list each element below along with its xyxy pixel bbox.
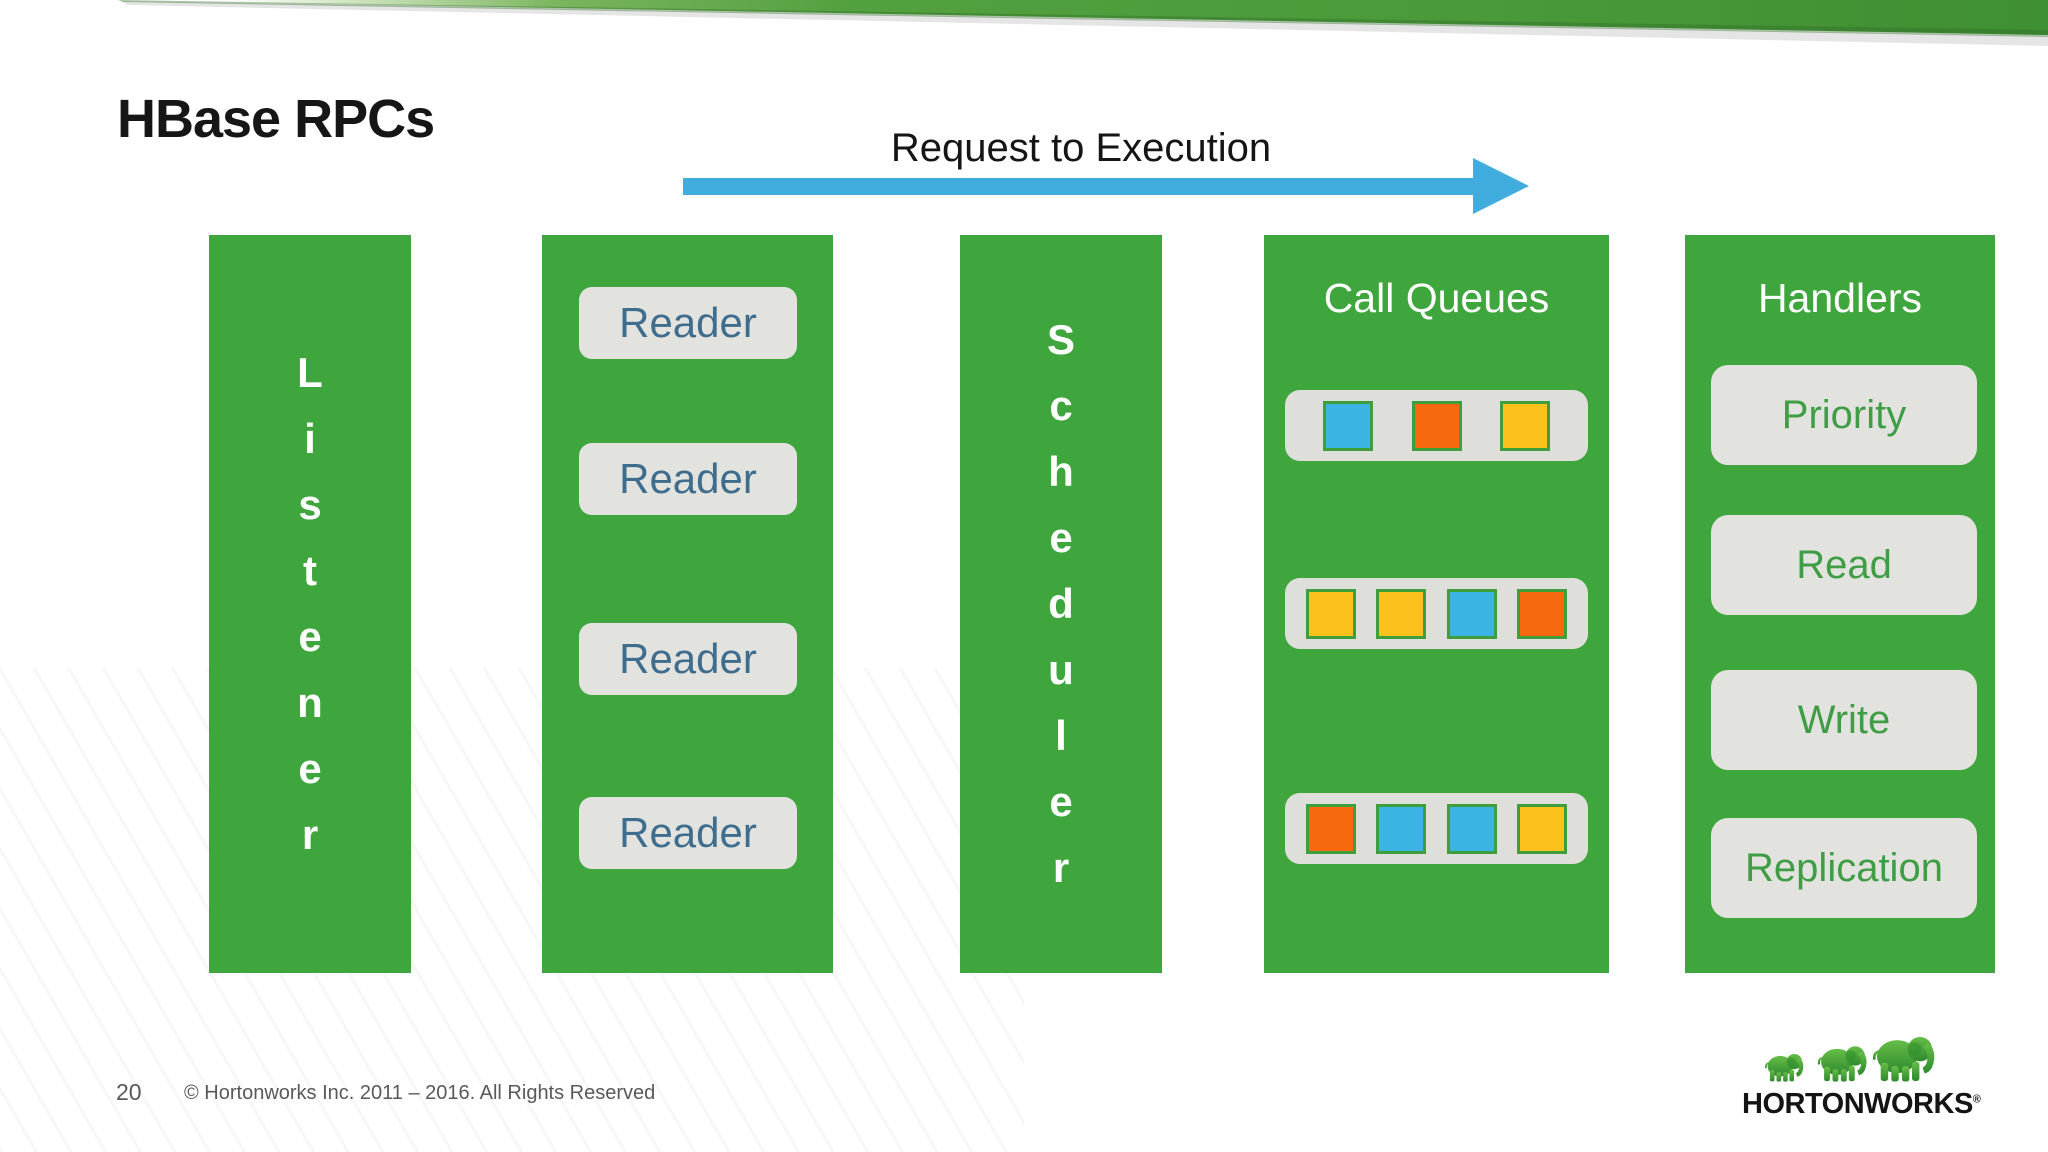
- vertical-letter: d: [1048, 580, 1074, 627]
- call-queues-title: Call Queues: [1323, 275, 1550, 321]
- vertical-letter: h: [1048, 448, 1074, 495]
- call-queue-row: [1285, 578, 1588, 649]
- flow-arrow-icon: [1473, 158, 1529, 214]
- page-title: HBase RPCs: [117, 89, 435, 149]
- slide-page-number: 20: [116, 1079, 142, 1105]
- handler-box-replication: Replication: [1711, 818, 1977, 918]
- vertical-letter: e: [1049, 778, 1073, 825]
- flow-arrow-shaft: [683, 178, 1473, 195]
- vertical-letter: L: [297, 349, 323, 396]
- hortonworks-logo: HORTONWORKS®: [1742, 1028, 1982, 1140]
- flow-arrow-label: Request to Execution: [890, 126, 1272, 170]
- vertical-letter: s: [298, 481, 322, 528]
- handlers-title: Handlers: [1757, 275, 1923, 321]
- background-texture: [0, 668, 1024, 1152]
- vertical-letter: r: [1052, 844, 1070, 891]
- queued-call-square-blue: [1446, 588, 1497, 639]
- vertical-letter: S: [1046, 316, 1075, 363]
- queued-call-square-blue: [1376, 803, 1427, 854]
- handler-box-write: Write: [1711, 670, 1977, 770]
- call-queues-column: Call Queues: [1264, 235, 1609, 973]
- reader-box: Reader: [579, 287, 797, 359]
- call-queue-row: [1285, 390, 1588, 461]
- queued-call-square-blue: [1446, 803, 1497, 854]
- queued-call-square-orange: [1411, 400, 1462, 451]
- vertical-letter: r: [301, 811, 319, 858]
- copyright-text: © Hortonworks Inc. 2011 – 2016. All Righ…: [184, 1082, 656, 1104]
- top-banner-graphic: [118, 0, 2048, 46]
- hortonworks-wordmark: HORTONWORKS®: [1742, 1088, 1981, 1120]
- vertical-letter: e: [1049, 514, 1073, 561]
- vertical-letter: l: [1055, 712, 1067, 759]
- vertical-letter: e: [298, 745, 322, 792]
- vertical-letter: i: [304, 415, 316, 462]
- vertical-letter: n: [297, 679, 323, 726]
- vertical-letter: c: [1049, 382, 1073, 429]
- registered-mark: ®: [1972, 1093, 1981, 1106]
- handler-box-read: Read: [1711, 515, 1977, 615]
- queued-call-square-blue: [1323, 400, 1374, 451]
- reader-box: Reader: [579, 797, 797, 869]
- reader-box: Reader: [579, 443, 797, 515]
- call-queue-row: [1285, 793, 1588, 864]
- queued-call-square-orange: [1305, 803, 1356, 854]
- vertical-letter: e: [298, 613, 322, 660]
- queued-call-square-yellow: [1305, 588, 1356, 639]
- vertical-letter: t: [303, 547, 317, 594]
- queued-call-square-orange: [1517, 588, 1568, 639]
- queued-call-square-yellow: [1376, 588, 1427, 639]
- hortonworks-elephants-icon: [1765, 1035, 1936, 1083]
- reader-box: Reader: [579, 623, 797, 695]
- handler-box-priority: Priority: [1711, 365, 1977, 465]
- queued-call-square-yellow: [1499, 400, 1550, 451]
- vertical-letter: u: [1048, 646, 1074, 693]
- queued-call-square-yellow: [1517, 803, 1568, 854]
